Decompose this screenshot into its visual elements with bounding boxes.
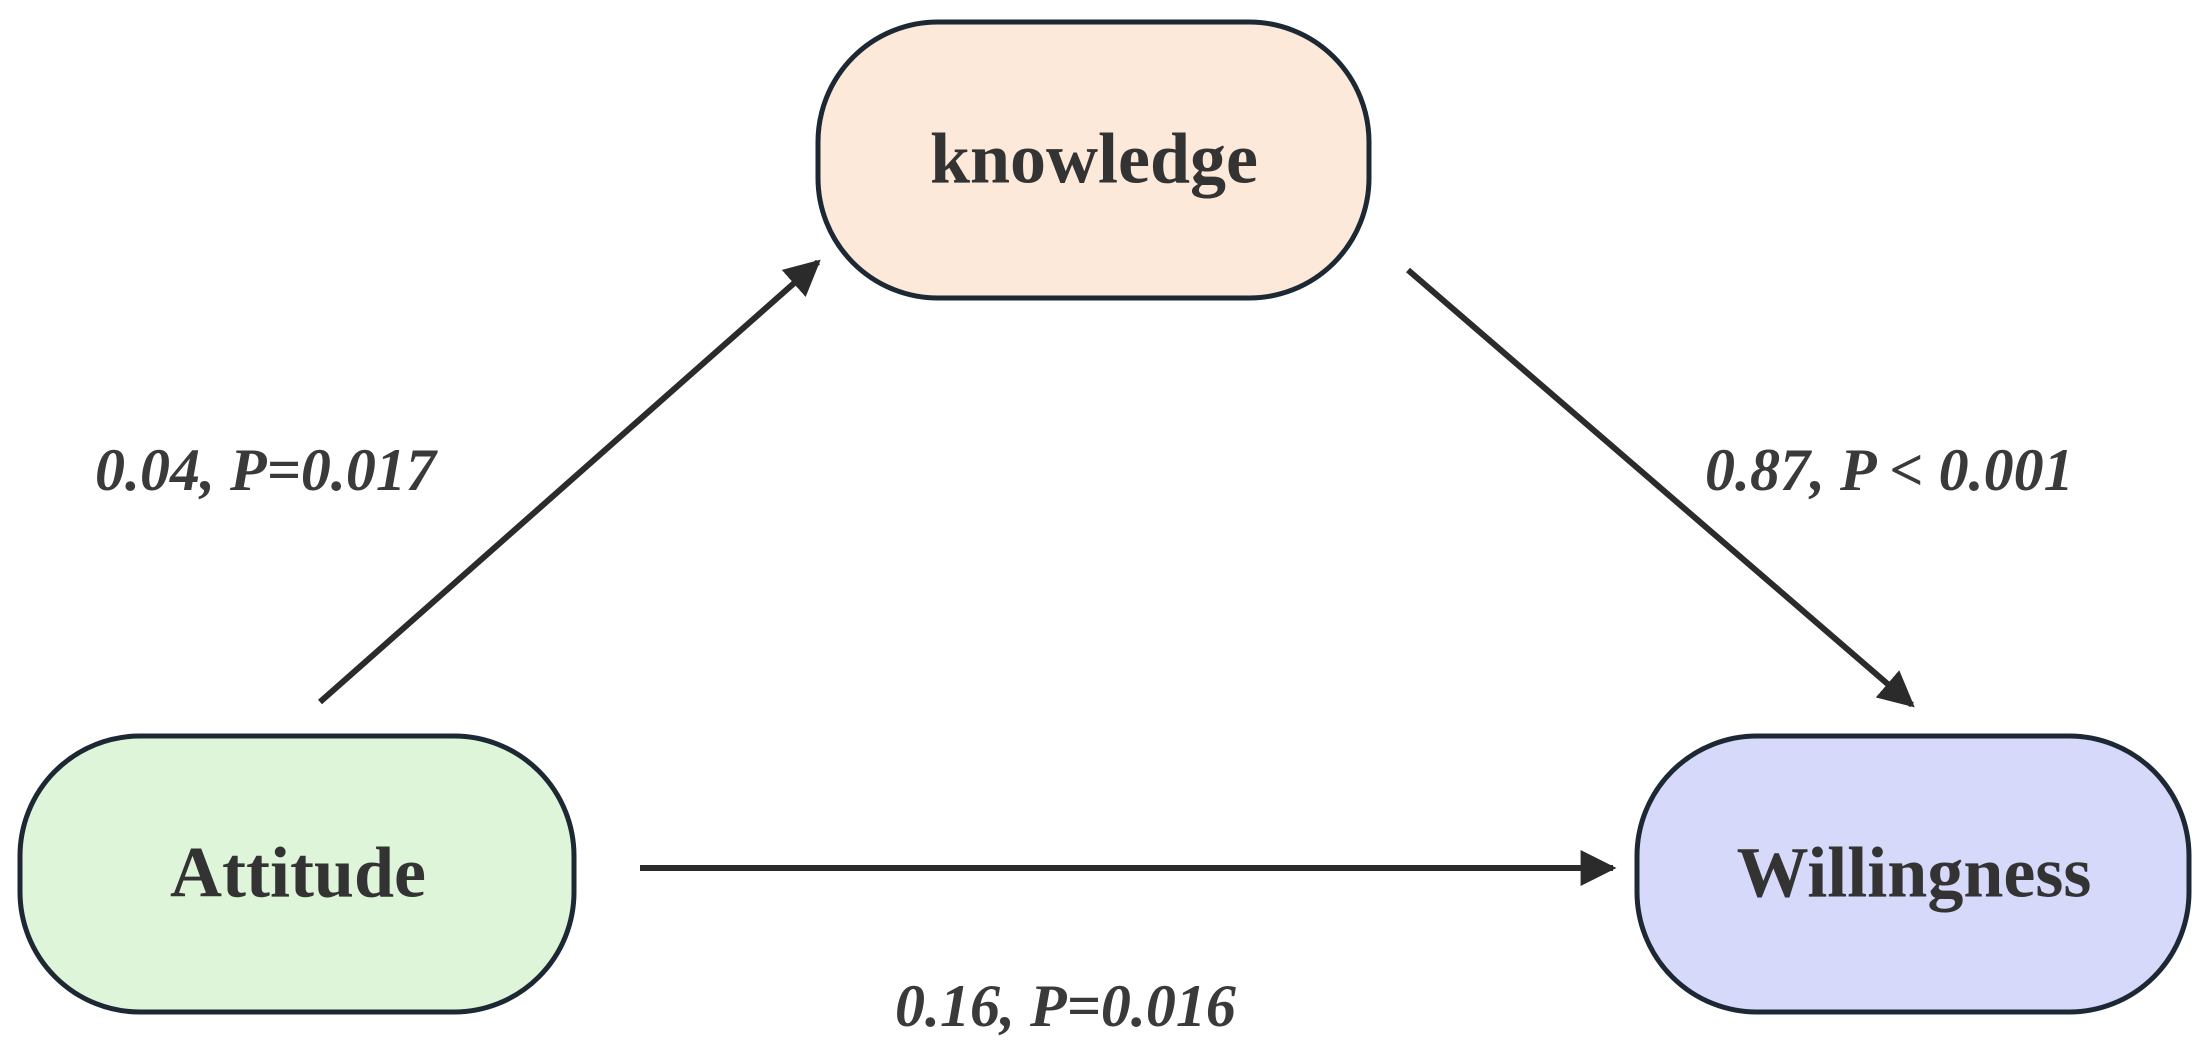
edge-attitude-to-knowledge: 0.04, P=0.017: [95, 259, 821, 705]
edge-label-attitude-to-willingness: 0.16, P=0.016: [895, 973, 1236, 1039]
node-willingness-box: [1634, 733, 2192, 1015]
node-attitude-label: Attitude: [170, 833, 426, 913]
node-knowledge-box: [815, 19, 1372, 301]
node-attitude: Attitude: [17, 733, 577, 1015]
node-knowledge: knowledge: [815, 19, 1372, 301]
arrow-knowledge-to-willingness: [1406, 267, 1915, 708]
edge-label-knowledge-to-willingness: 0.87, P < 0.001: [1705, 437, 2074, 503]
node-willingness: Willingness: [1634, 733, 2192, 1015]
edge-attitude-to-willingness: 0.16, P=0.016: [640, 850, 1617, 1039]
edge-label-attitude-to-knowledge: 0.04, P=0.017: [95, 437, 438, 503]
arrow-attitude-to-knowledge: [318, 259, 821, 705]
node-attitude-box: [17, 733, 577, 1015]
node-willingness-label: Willingness: [1737, 833, 2092, 913]
edge-knowledge-to-willingness: 0.87, P < 0.001: [1406, 267, 2074, 708]
node-knowledge-label: knowledge: [930, 119, 1258, 199]
